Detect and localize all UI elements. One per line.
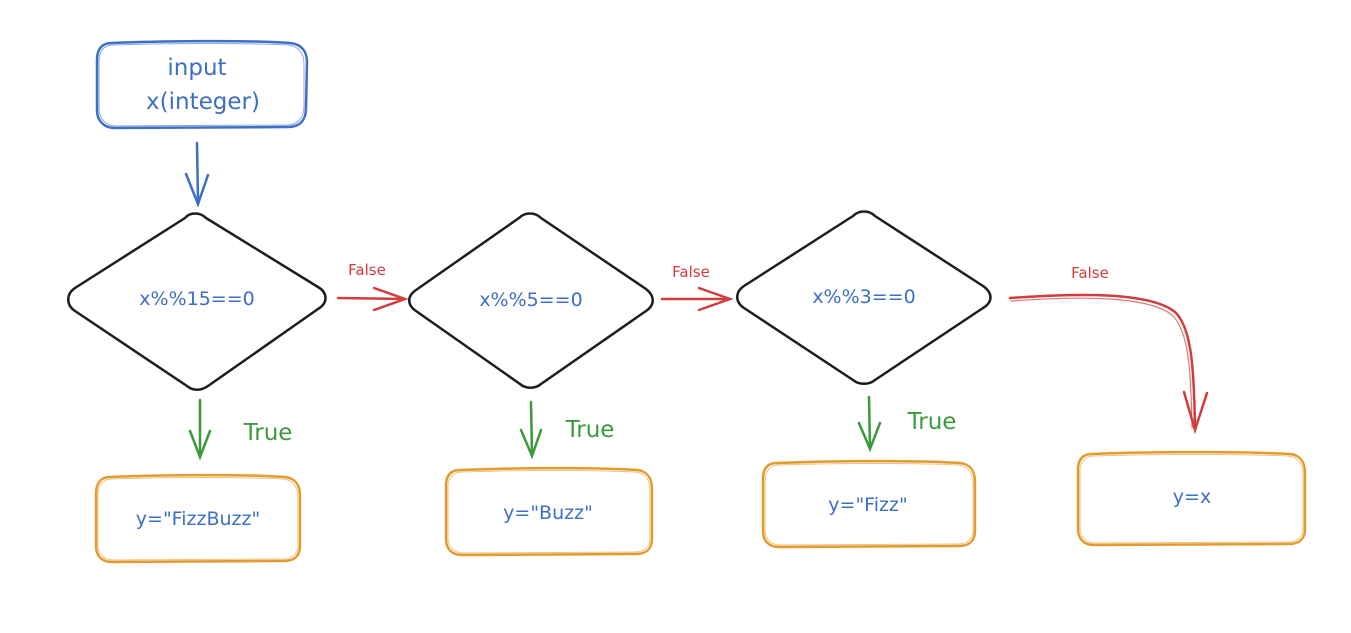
false-arrow-1: False xyxy=(336,261,409,312)
true-arrow-1: True xyxy=(188,398,293,461)
output-node-fizzbuzz: y="FizzBuzz" xyxy=(94,473,302,564)
condition-mod3-text: x%%3==0 xyxy=(812,286,915,308)
condition-mod15-text: x%%15==0 xyxy=(139,288,254,310)
false-label-2: False xyxy=(672,263,710,281)
true-label-2: True xyxy=(565,417,615,443)
input-label-line2: x(integer) xyxy=(146,89,260,115)
output-node-fizz: y="Fizz" xyxy=(761,459,977,549)
true-arrow-3: True xyxy=(857,395,957,453)
decision-diamond-mod3 xyxy=(736,210,992,385)
output-x-text: y=x xyxy=(1173,486,1211,508)
decision-node-mod3: x%%3==0 xyxy=(736,210,992,385)
decision-diamond-mod5 xyxy=(408,212,654,389)
output-box-buzz xyxy=(444,466,654,557)
decision-node-mod5: x%%5==0 xyxy=(408,212,654,389)
decision-node-mod15: x%%15==0 xyxy=(67,212,327,391)
false-label-3: False xyxy=(1071,264,1109,282)
condition-mod5-text: x%%5==0 xyxy=(479,289,582,311)
output-box-fizz xyxy=(761,459,977,549)
false-arrow-2: False xyxy=(660,263,734,312)
input-label-line1: input xyxy=(167,55,226,81)
false-arrow-3: False xyxy=(1008,264,1209,435)
output-node-x: y=x xyxy=(1076,450,1307,547)
input-to-decision-arrow xyxy=(184,141,210,208)
output-fizzbuzz-text: y="FizzBuzz" xyxy=(136,508,260,530)
output-node-buzz: y="Buzz" xyxy=(444,466,654,557)
decision-diamond-mod15 xyxy=(67,212,327,391)
input-box xyxy=(95,39,309,130)
output-fizz-text: y="Fizz" xyxy=(828,494,907,516)
true-label-3: True xyxy=(907,409,957,435)
output-buzz-text: y="Buzz" xyxy=(503,502,593,524)
false-label-1: False xyxy=(348,261,386,279)
input-node: input x(integer) xyxy=(95,39,309,130)
output-box-fizzbuzz xyxy=(94,473,302,564)
output-box-x xyxy=(1076,450,1307,547)
true-label-1: True xyxy=(243,420,293,446)
true-arrow-2: True xyxy=(519,400,615,460)
